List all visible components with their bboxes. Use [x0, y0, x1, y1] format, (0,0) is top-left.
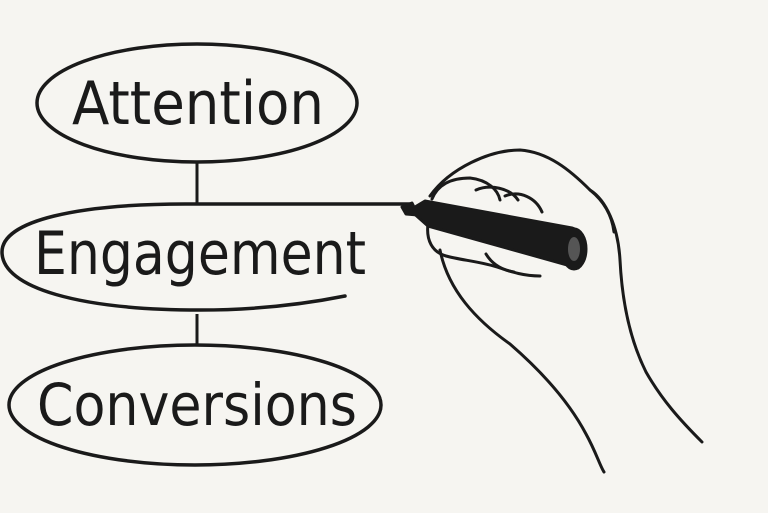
- node-attention-label: Attention: [72, 69, 324, 139]
- node-attention-ellipse: [35, 42, 359, 164]
- node-attention: Attention: [35, 42, 359, 164]
- hand-middle-finger: [474, 185, 544, 214]
- node-conversions-label: Conversions: [37, 371, 357, 439]
- hand-finger-fold: [484, 252, 516, 274]
- node-conversions: Conversions: [7, 343, 383, 467]
- node-engagement: Engagement: [0, 202, 412, 312]
- hand-index-finger: [430, 176, 502, 202]
- hand-with-marker-illustration: [400, 148, 704, 474]
- hand-back: [588, 188, 704, 444]
- node-engagement-label: Engagement: [34, 219, 366, 289]
- hand-thumb: [426, 222, 542, 278]
- node-conversions-ellipse: [7, 343, 383, 467]
- hand-palm: [438, 248, 606, 474]
- node-engagement-outline: [0, 202, 412, 312]
- marker-icon: [400, 199, 588, 271]
